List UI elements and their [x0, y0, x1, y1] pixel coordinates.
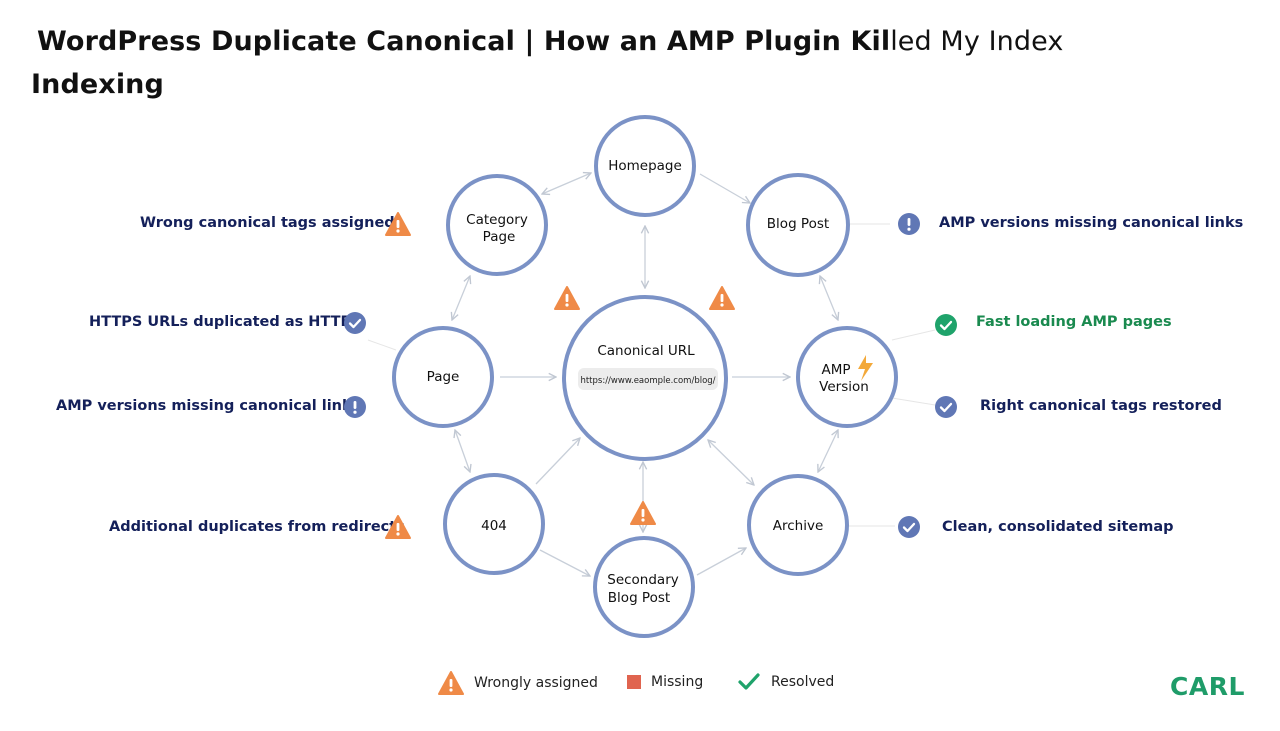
- node-label: Category: [466, 212, 528, 228]
- check-circle-icon: [935, 314, 957, 336]
- arrow-amp-archive: [818, 430, 838, 472]
- node-archive: Archive: [747, 474, 849, 576]
- node-label: Homepage: [608, 158, 682, 174]
- warning-icon: [554, 286, 580, 310]
- arrow-category-page: [452, 276, 470, 320]
- missing-square-icon: [627, 675, 641, 689]
- legend-label: Missing: [651, 674, 704, 690]
- annotation-fast-amp: Fast loading AMP pages: [976, 314, 1172, 330]
- exclamation-circle-icon: [344, 396, 366, 418]
- page-title: WordPress Duplicate Canonical | How an A…: [37, 26, 1063, 57]
- arrow-home-blog: [699, 173, 750, 203]
- node-label: Page: [483, 229, 516, 245]
- node-label: Archive: [773, 518, 824, 534]
- arrow-blog-amp: [820, 276, 838, 320]
- arrow-404-secondary: [539, 549, 590, 576]
- annotation-clean-sitemap: Clean, consolidated sitemap: [942, 519, 1174, 535]
- warning-icon: [630, 501, 656, 525]
- node-category-page: Category Page: [446, 174, 548, 276]
- node-blog-post: Blog Post: [746, 173, 850, 277]
- check-circle-icon: [935, 396, 957, 418]
- node-label: 404: [481, 518, 507, 534]
- guide-line: [891, 397, 936, 406]
- annotation-amp-missing-left: AMP versions missing canonical links: [56, 398, 361, 414]
- node-label: Secondary: [607, 572, 679, 588]
- legend-resolved: Resolved: [737, 672, 834, 692]
- legend-label: Resolved: [771, 674, 835, 690]
- legend-missing: Missing: [627, 674, 703, 690]
- canonical-url-text: https://www.eaomple.com/blog/: [580, 376, 715, 386]
- node-canonical-url: Canonical URL https://www.eaomple.com/bl…: [562, 295, 728, 461]
- node-secondary-blog-post: Secondary Blog Post: [593, 536, 695, 638]
- arrow-home-category: [542, 173, 591, 194]
- warning-icon: [385, 212, 411, 236]
- title-light-part: led My Index: [890, 26, 1064, 57]
- page-title-continuation: Indexing: [31, 69, 164, 100]
- node-label: AMP: [821, 362, 850, 378]
- legend-label: Wrongly assigned: [474, 675, 598, 691]
- check-circle-icon: [898, 516, 920, 538]
- check-circle-icon: [344, 312, 366, 334]
- legend-wrongly-assigned: Wrongly assigned: [438, 671, 598, 695]
- lightning-icon: [858, 355, 873, 381]
- node-label: Page: [427, 369, 460, 385]
- annotation-wrong-tags: Wrong canonical tags assigned: [140, 215, 395, 231]
- exclamation-circle-icon: [898, 213, 920, 235]
- node-label: Blog Post: [767, 216, 829, 232]
- node-label: Version: [819, 379, 869, 395]
- warning-icon: [709, 286, 735, 310]
- checkmark-icon: [738, 673, 760, 690]
- annotation-tags-restored: Right canonical tags restored: [980, 398, 1222, 414]
- node-page: Page: [392, 326, 494, 428]
- annotation-redirect-duplicates: Additional duplicates from redirects: [109, 519, 405, 535]
- guide-line: [891, 329, 936, 341]
- title-bold-part: WordPress Duplicate Canonical | How an A…: [37, 26, 891, 57]
- warning-icon: [438, 671, 464, 695]
- node-label: Canonical URL: [597, 343, 695, 359]
- arrow-secondary-archive: [696, 548, 746, 576]
- guide-line: [367, 339, 397, 351]
- annotation-https-duplicated: HTTPS URLs duplicated as HTTP: [89, 314, 352, 330]
- arrow-canonical-archive: [708, 440, 754, 485]
- annotation-amp-missing-right: AMP versions missing canonical links: [939, 215, 1244, 231]
- arrow-page-404: [455, 430, 470, 472]
- warning-icon: [385, 515, 411, 539]
- node-homepage: Homepage: [594, 115, 696, 217]
- node-label: Blog Post: [608, 590, 670, 606]
- arrow-404-canonical: [535, 438, 580, 485]
- node-404: 404: [443, 473, 545, 575]
- url-pill: [578, 368, 718, 390]
- brand-logo: CARL: [1170, 672, 1245, 701]
- node-amp-version: AMP Version: [796, 326, 898, 428]
